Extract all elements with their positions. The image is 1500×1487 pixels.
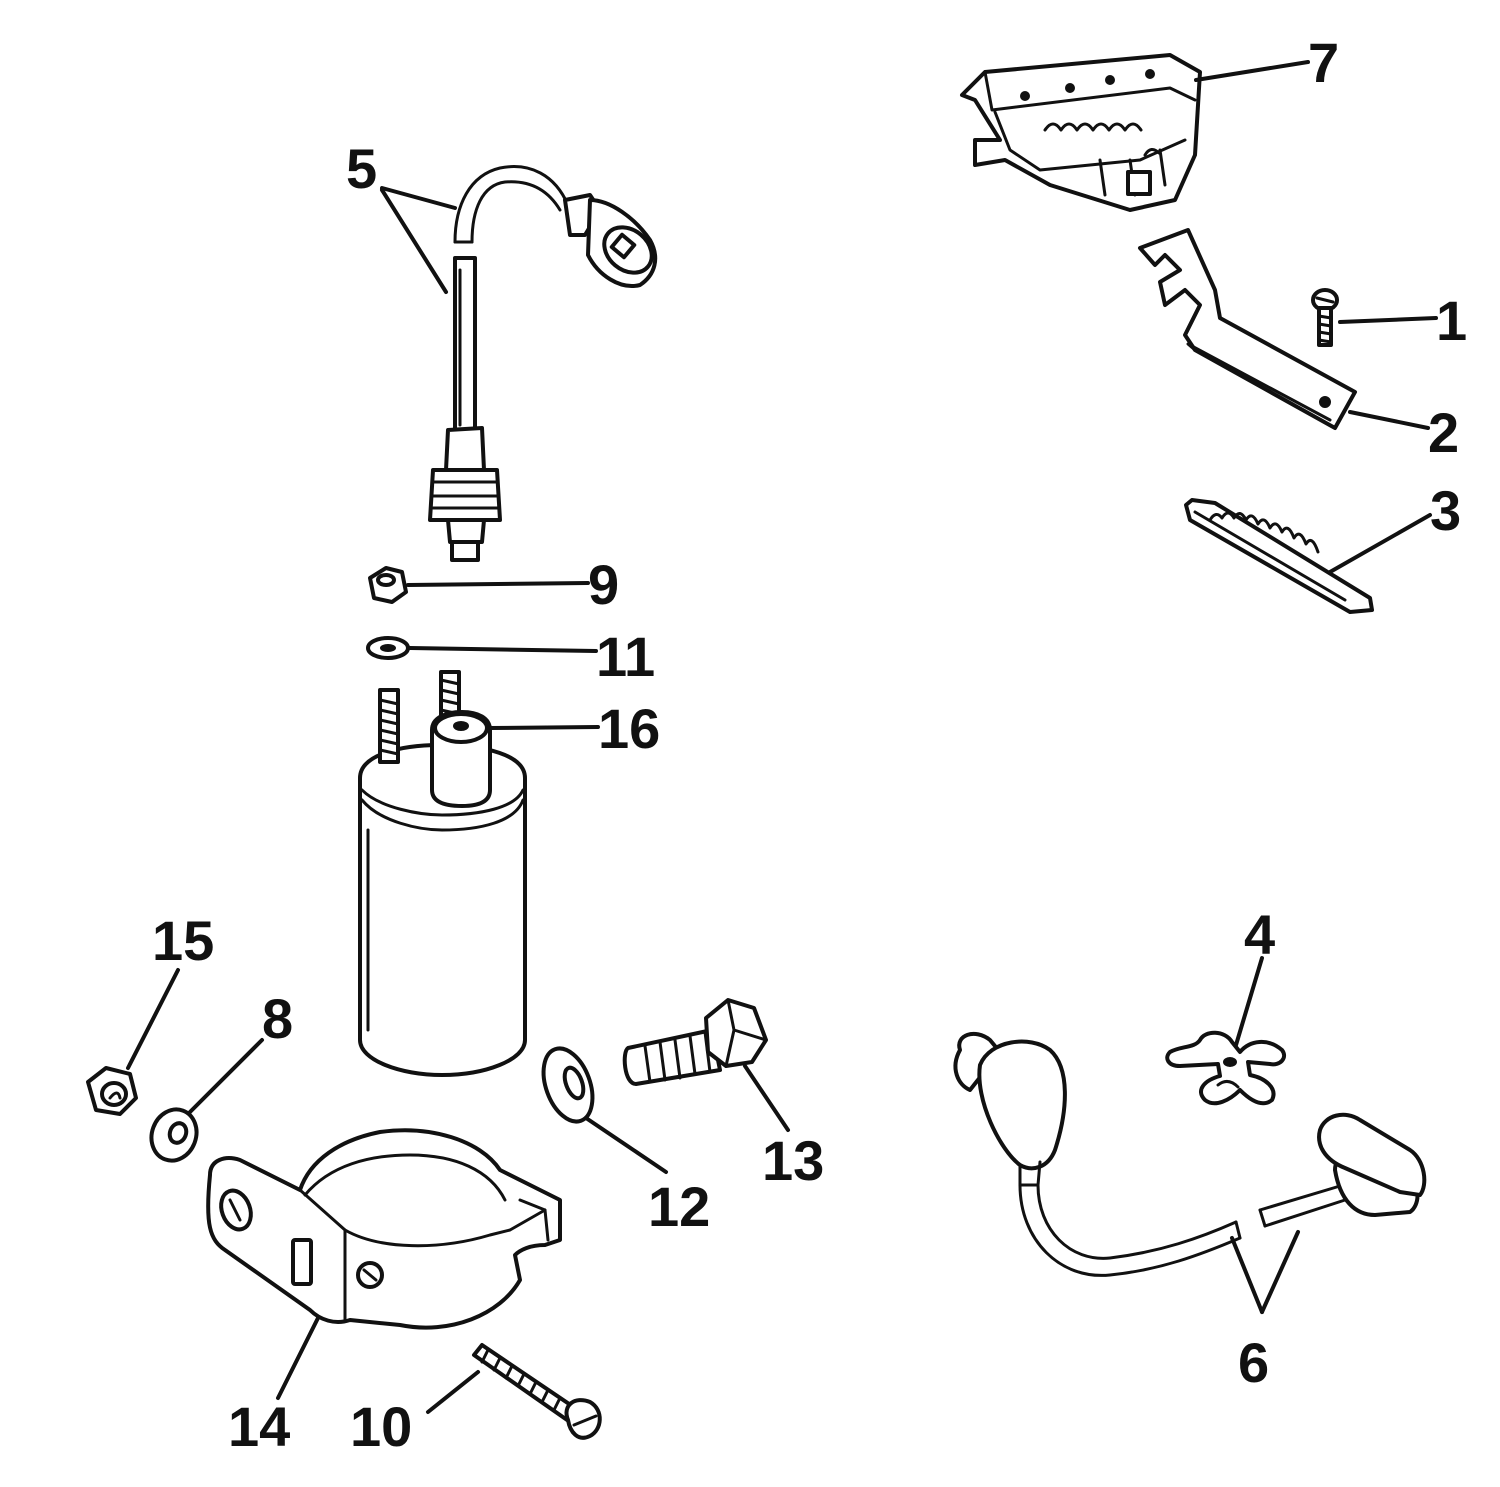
part-16-ignition-coil	[358, 670, 527, 1077]
label-11: 11	[596, 625, 655, 688]
label-13: 13	[762, 1129, 824, 1192]
part-4-spring-clip	[1165, 1030, 1287, 1106]
label-7: 7	[1308, 31, 1339, 94]
part-13-hex-bolt	[622, 998, 768, 1086]
part-14-coil-clamp	[206, 1128, 562, 1330]
label-8: 8	[262, 987, 293, 1050]
part-11-washer	[366, 636, 410, 660]
label-16: 16	[598, 697, 660, 760]
label-10: 10	[350, 1395, 412, 1458]
label-14: 14	[228, 1395, 290, 1458]
label-12: 12	[648, 1175, 710, 1238]
part-5-ignition-lead	[428, 165, 658, 562]
part-8-lock-washer	[149, 1107, 199, 1163]
part-6-spark-plug-lead	[953, 1031, 1427, 1277]
part-9-nut	[368, 566, 408, 604]
label-15: 15	[152, 909, 214, 972]
label-2: 2	[1428, 401, 1459, 464]
label-5: 5	[346, 137, 377, 200]
part-10-screw	[472, 1343, 602, 1440]
part-7-terminal-block	[960, 53, 1202, 212]
part-2-bracket	[1138, 228, 1357, 430]
label-4: 4	[1244, 903, 1275, 966]
part-3-comb-strip	[1184, 498, 1374, 614]
label-1: 1	[1436, 289, 1467, 352]
part-1-screw	[1311, 288, 1339, 347]
label-6: 6	[1238, 1331, 1269, 1394]
part-12-washer	[541, 1046, 595, 1124]
label-3: 3	[1430, 479, 1461, 542]
label-9: 9	[588, 553, 619, 616]
part-15-nut	[86, 1066, 138, 1116]
